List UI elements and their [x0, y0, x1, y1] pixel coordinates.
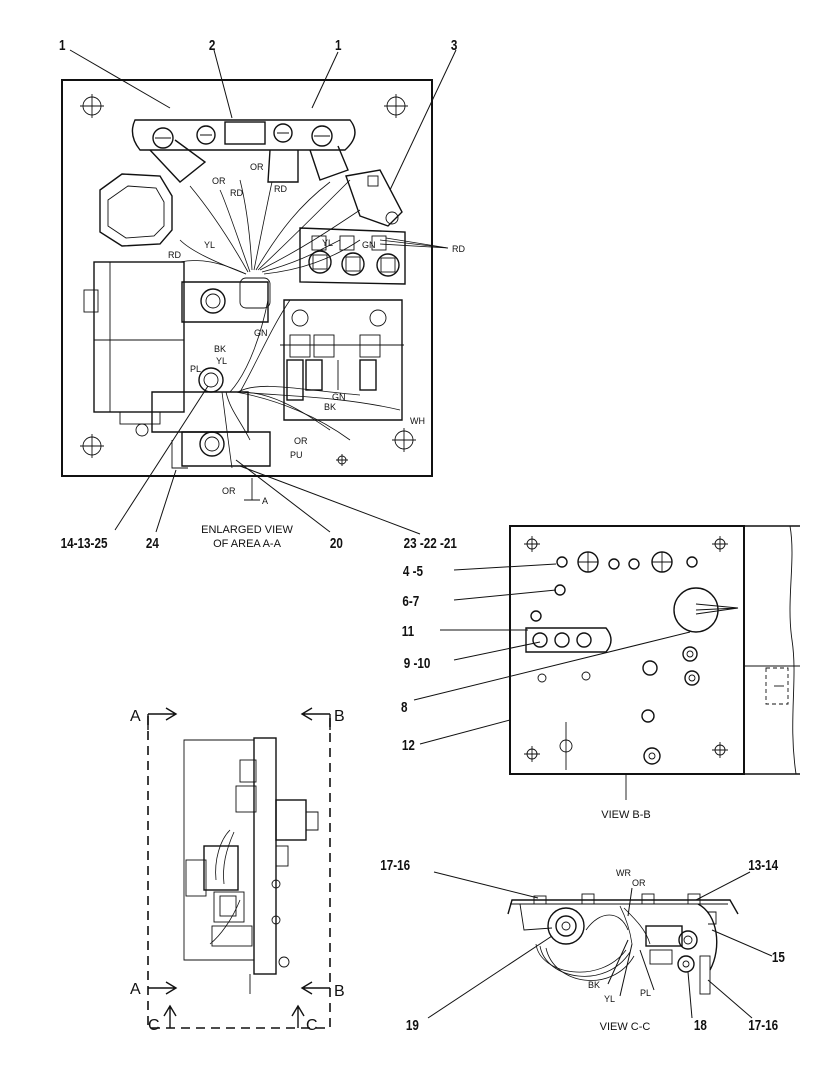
callout-9-10: 9 -10	[404, 655, 431, 672]
lower-bracket	[151, 367, 348, 469]
section-markers: A B A B C C	[130, 708, 345, 1034]
wire-label-or: OR	[632, 878, 646, 888]
callouts-top: 1 2 1 3 14-13-25 24 20 23 -22 -21	[59, 37, 457, 552]
callout-23-22-21: 23 -22 -21	[404, 535, 458, 552]
callout-17-16: 17-16	[748, 1017, 778, 1034]
section-marker-c: C	[306, 1017, 318, 1034]
section-marker-a: A	[130, 981, 141, 998]
wire-label-gn: GN	[254, 328, 268, 338]
callout-3: 3	[451, 37, 458, 54]
callout-24: 24	[146, 535, 159, 552]
central-block	[181, 277, 271, 323]
enlarged-view-caption-line1: ENLARGED VIEW	[201, 524, 293, 536]
callout-1: 1	[59, 37, 66, 54]
wire-label-gn: GN	[332, 392, 346, 402]
callout-1: 1	[335, 37, 342, 54]
callout-15: 15	[772, 949, 785, 966]
gauge-dial	[673, 587, 739, 633]
wire-label-yl: YL	[204, 240, 215, 250]
wire-color-labels-c: WR OR BK YL PL	[588, 868, 651, 1004]
relay	[99, 173, 173, 247]
solenoid-housing	[83, 261, 185, 437]
mounting-plate	[61, 79, 433, 477]
leader-lines-b	[413, 563, 691, 745]
callout-2: 2	[209, 37, 216, 54]
panel-plate-b	[509, 525, 745, 775]
callouts-b: 4 -5 6-7 11 9 -10 8 12	[401, 563, 430, 754]
wire-label-or: OR	[294, 436, 308, 446]
wire-label-wh: WH	[410, 416, 425, 426]
wire-label-rd: RD	[230, 188, 243, 198]
fuse-clip	[345, 169, 403, 227]
area-a-marker	[244, 478, 260, 501]
terminal-strip	[131, 119, 356, 151]
view-b-b	[509, 525, 800, 775]
wire-label-or: OR	[250, 162, 264, 172]
wire-label-yl: YL	[216, 356, 227, 366]
wire-label-bk: BK	[324, 402, 336, 412]
wire-label-or: OR	[222, 486, 236, 496]
side-view	[147, 707, 331, 1029]
callout-20: 20	[330, 535, 343, 552]
wire-label-or: OR	[212, 176, 226, 186]
callout-14-13-25: 14-13-25	[61, 535, 108, 552]
wiring-harness	[179, 179, 449, 469]
wire-label-rd: RD	[452, 244, 465, 254]
wire-label-yl: YL	[604, 994, 615, 1004]
corner-holes	[80, 94, 416, 458]
wire-label-wr: WR	[616, 868, 631, 878]
diode-block	[299, 227, 406, 285]
view-b-b-caption: VIEW B-B	[601, 809, 651, 821]
callouts-c: 17-16 13-14 15 19 18 17-16	[380, 857, 785, 1034]
callout-18: 18	[694, 1017, 707, 1034]
callout-13-14: 13-14	[748, 857, 778, 874]
wire-label-bk: BK	[588, 980, 600, 990]
enlarged-view-caption-line2: OF AREA A-A	[213, 538, 282, 550]
wire-label-bk: BK	[214, 344, 226, 354]
enlarged-view-area-a	[61, 79, 449, 501]
wire-label-pl: PL	[190, 364, 201, 374]
section-marker-b: B	[334, 708, 345, 725]
wire-label-gn: GN	[362, 240, 376, 250]
view-c-c	[507, 893, 739, 995]
section-marker-a: A	[130, 708, 141, 725]
callout-17-16: 17-16	[380, 857, 410, 874]
wire-label-pu: PU	[290, 450, 303, 460]
section-marker-c: C	[148, 1017, 160, 1034]
side-plate	[253, 737, 277, 975]
panel-holes	[524, 536, 728, 770]
wire-label-pl: PL	[640, 988, 651, 998]
leader-lines-top	[69, 49, 457, 535]
wire-label-yl: YL	[322, 238, 333, 248]
callout-11: 11	[402, 623, 415, 640]
wire-label-rd: RD	[168, 250, 181, 260]
terminal-bracket-b	[525, 627, 612, 653]
view-c-c-caption: VIEW C-C	[600, 1021, 651, 1033]
callout-4-5: 4 -5	[403, 563, 424, 580]
callout-6-7: 6-7	[402, 593, 419, 610]
wire-label-rd: RD	[274, 184, 287, 194]
resistor-tubes	[149, 139, 349, 183]
wire-label-a: A	[262, 496, 268, 506]
leader-lines-c	[427, 871, 773, 1019]
callout-12: 12	[402, 737, 415, 754]
callout-19: 19	[406, 1017, 419, 1034]
section-marker-b: B	[334, 983, 345, 1000]
callout-8: 8	[401, 699, 408, 716]
wire-color-labels: OR OR RD RD RD YL RD YL GN GN BK YL PL O…	[168, 162, 465, 506]
resistor-board	[280, 299, 404, 421]
